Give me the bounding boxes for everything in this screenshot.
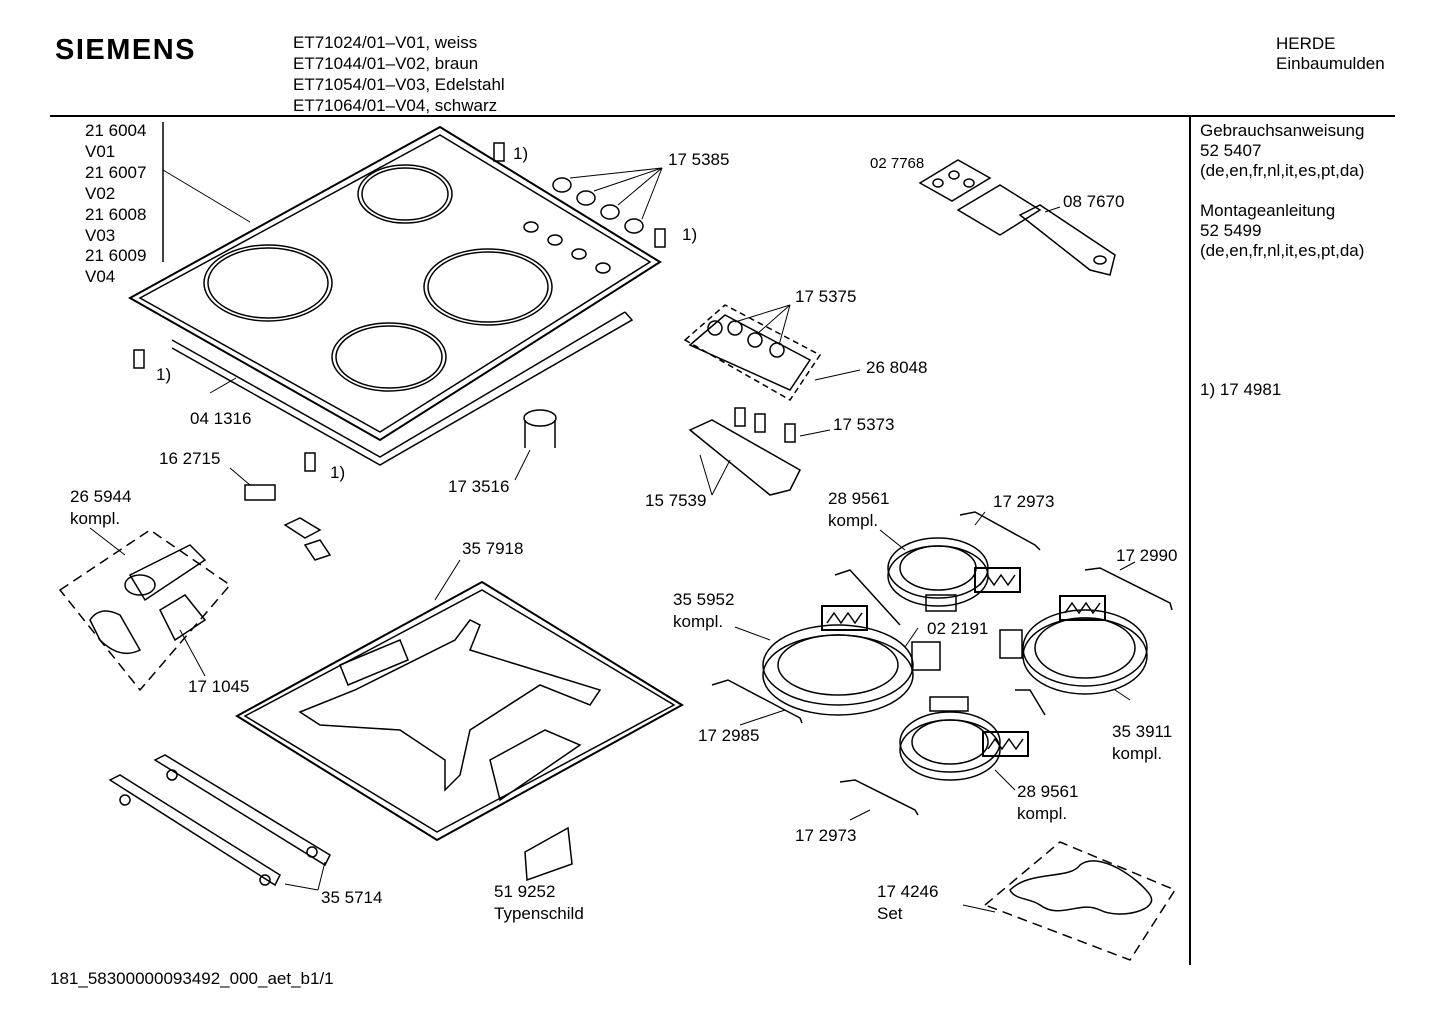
part-label: kompl. xyxy=(673,612,724,631)
part-label: kompl. xyxy=(70,509,121,528)
manual-languages: (de,en,fr,nl,it,es,pt,da) xyxy=(1200,161,1365,180)
part-label: 28 9561 xyxy=(828,489,890,508)
variant-line: 21 6008 xyxy=(85,204,147,224)
ceramic-cooktop xyxy=(127,125,662,442)
install-number: 52 5499 xyxy=(1200,221,1262,240)
mounting-clips xyxy=(133,142,666,472)
leader-line xyxy=(209,377,237,394)
part-label: Set xyxy=(877,904,903,923)
part-label: 35 5714 xyxy=(321,888,383,907)
scraper-tool xyxy=(918,159,1116,276)
control-knobs xyxy=(552,167,663,234)
part-label: 08 7670 xyxy=(1063,192,1125,211)
terminal-block xyxy=(229,467,332,561)
part-label: 17 5385 xyxy=(668,150,730,169)
manual-label: Gebrauchsanweisung xyxy=(1200,121,1365,140)
footnote-marker: 1) xyxy=(156,365,172,384)
variant-list: 21 6004 V01 21 6007 V02 21 6008 V03 21 6… xyxy=(85,121,146,288)
footnote-marker: 1) xyxy=(330,463,346,482)
gasket xyxy=(171,311,634,466)
part-label: 35 3911 xyxy=(1112,722,1173,741)
part-label: 17 1045 xyxy=(188,677,250,696)
part-label: 17 2985 xyxy=(698,726,760,745)
footnote-marker: 1) xyxy=(682,225,698,244)
category-line: HERDE xyxy=(1276,34,1336,53)
manual-number: 52 5407 xyxy=(1200,141,1262,160)
variant-line: V04 xyxy=(85,267,116,287)
part-label: 17 4246 xyxy=(877,882,939,901)
part-label: kompl. xyxy=(1017,804,1068,823)
variant-line: 21 6009 xyxy=(85,246,147,266)
model-line: ET71064/01–V04, schwarz xyxy=(293,96,498,115)
switch-block xyxy=(683,304,861,496)
siemens-logo: SIEMENS xyxy=(55,34,197,66)
heating-elements xyxy=(762,537,1148,781)
part-label: 17 2973 xyxy=(993,492,1055,511)
part-label: 04 1316 xyxy=(190,409,252,428)
variant-line: V02 xyxy=(85,183,116,203)
rating-plate xyxy=(524,826,573,882)
footnote: 1) 17 4981 xyxy=(1200,380,1282,399)
part-label: Typenschild xyxy=(494,904,584,923)
mounting-rails xyxy=(108,754,331,891)
variant-line: V03 xyxy=(85,225,116,245)
install-label: Montageanleitung xyxy=(1200,201,1336,220)
part-label: 02 2191 xyxy=(927,619,989,638)
model-line: ET71024/01–V01, weiss xyxy=(293,33,478,52)
part-label: 17 5373 xyxy=(833,415,895,434)
part-label: 28 9561 xyxy=(1017,782,1079,801)
model-list: ET71024/01–V01, weiss ET71044/01–V02, br… xyxy=(293,32,505,116)
part-label: 17 2973 xyxy=(795,826,857,845)
model-line: ET71054/01–V03, Edelstahl xyxy=(293,75,505,94)
part-label: 16 2715 xyxy=(159,449,221,468)
manual-info: Gebrauchsanweisung 52 5407 (de,en,fr,nl,… xyxy=(1200,121,1364,181)
cable-kit xyxy=(58,527,232,692)
leader-line xyxy=(162,169,251,223)
category: HERDE Einbaumulden xyxy=(1276,34,1385,74)
part-label: 02 7768 xyxy=(870,155,925,172)
footnote-marker: 1) xyxy=(513,144,529,163)
part-label: 26 5944 xyxy=(70,487,132,506)
wire-set xyxy=(962,841,1177,961)
install-info: Montageanleitung 52 5499 (de,en,fr,nl,it… xyxy=(1200,201,1364,261)
install-languages: (de,en,fr,nl,it,es,pt,da) xyxy=(1200,241,1365,260)
part-label: 51 9252 xyxy=(494,882,556,901)
variant-line: 21 6004 xyxy=(85,121,147,140)
part-label: 35 5952 xyxy=(673,590,735,609)
part-label: 17 2990 xyxy=(1116,546,1178,565)
leader-lines xyxy=(734,511,1136,821)
category-line: Einbaumulden xyxy=(1276,54,1385,73)
document-id: 181_58300000093492_000_aet_b1/1 xyxy=(50,969,334,988)
variant-line: V01 xyxy=(85,141,116,161)
part-label: kompl. xyxy=(828,511,879,530)
model-line: ET71044/01–V02, braun xyxy=(293,54,479,73)
element-brackets xyxy=(711,511,1173,816)
part-label: 35 7918 xyxy=(462,539,524,558)
part-label: 17 5375 xyxy=(795,287,857,306)
variant-line: 21 6007 xyxy=(85,162,147,182)
bottom-tray xyxy=(235,559,684,842)
part-label: kompl. xyxy=(1112,744,1163,763)
part-label: 17 3516 xyxy=(448,477,510,496)
part-label: 26 8048 xyxy=(866,358,928,377)
spacer xyxy=(514,409,557,481)
part-label: 15 7539 xyxy=(645,491,707,510)
